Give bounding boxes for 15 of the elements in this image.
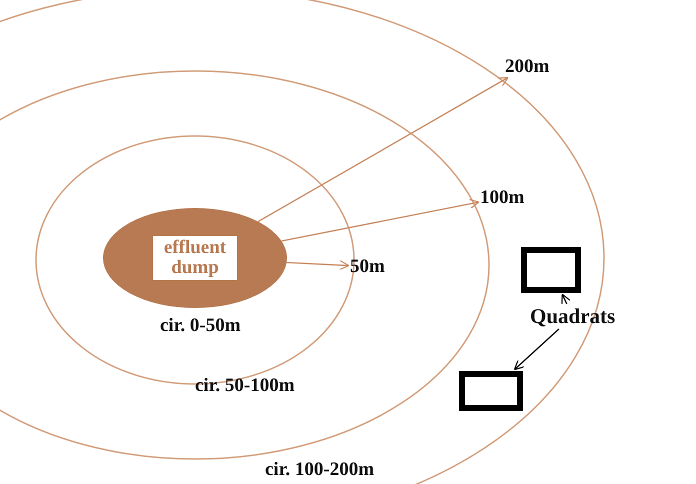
- arrow: [561, 294, 571, 305]
- arrow: [258, 76, 509, 222]
- quadrats-label: Quadrats: [530, 306, 616, 327]
- distance-label: 100m: [480, 188, 524, 207]
- quadrat-square: [521, 247, 581, 293]
- arrow: [514, 328, 560, 370]
- dump-label: effluent dump: [153, 236, 237, 280]
- zone-label: cir. 50-100m: [195, 376, 295, 395]
- arrow: [281, 198, 480, 242]
- distance-label: 50m: [350, 257, 385, 276]
- arrow: [286, 260, 350, 270]
- zone-label: cir. 100-200m: [265, 460, 374, 479]
- zone-label: cir. 0-50m: [160, 316, 241, 335]
- quadrat-square: [459, 371, 523, 411]
- distance-label: 200m: [505, 57, 550, 76]
